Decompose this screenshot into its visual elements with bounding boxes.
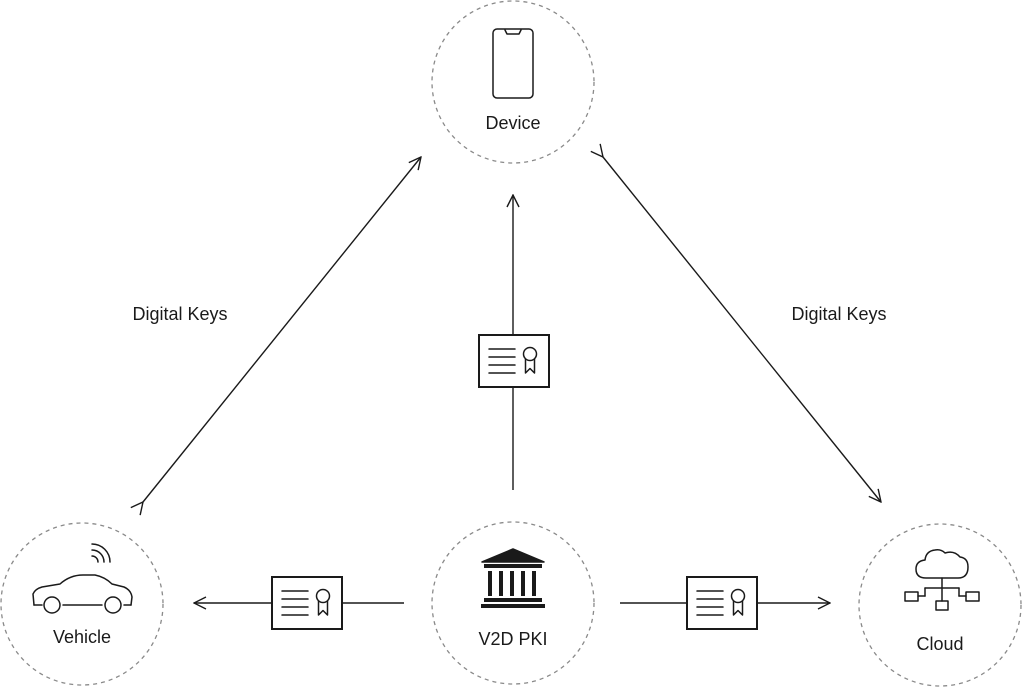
vehicle-label: Vehicle xyxy=(53,627,111,647)
cloud-label: Cloud xyxy=(916,634,963,654)
pki-label: V2D PKI xyxy=(478,629,547,649)
node-vehicle: Vehicle xyxy=(0,522,164,686)
wireless-signal-icon xyxy=(91,543,111,563)
cloud-network-icon xyxy=(904,549,980,611)
certificate-icon xyxy=(686,576,758,630)
node-cloud: Cloud xyxy=(858,523,1022,687)
certificate-icon xyxy=(478,334,550,388)
car-icon xyxy=(32,574,133,614)
smartphone-icon xyxy=(492,28,534,99)
bank-building-icon xyxy=(481,548,545,608)
arrow-device-cloud xyxy=(603,157,881,502)
label-digital-keys-right: Digital Keys xyxy=(791,304,886,324)
label-digital-keys-left: Digital Keys xyxy=(132,304,227,324)
node-pki: V2D PKI xyxy=(431,521,595,685)
device-label: Device xyxy=(485,113,540,133)
certificate-icon xyxy=(271,576,343,630)
node-device: Device xyxy=(431,0,595,164)
arrow-vehicle-device xyxy=(143,157,421,502)
